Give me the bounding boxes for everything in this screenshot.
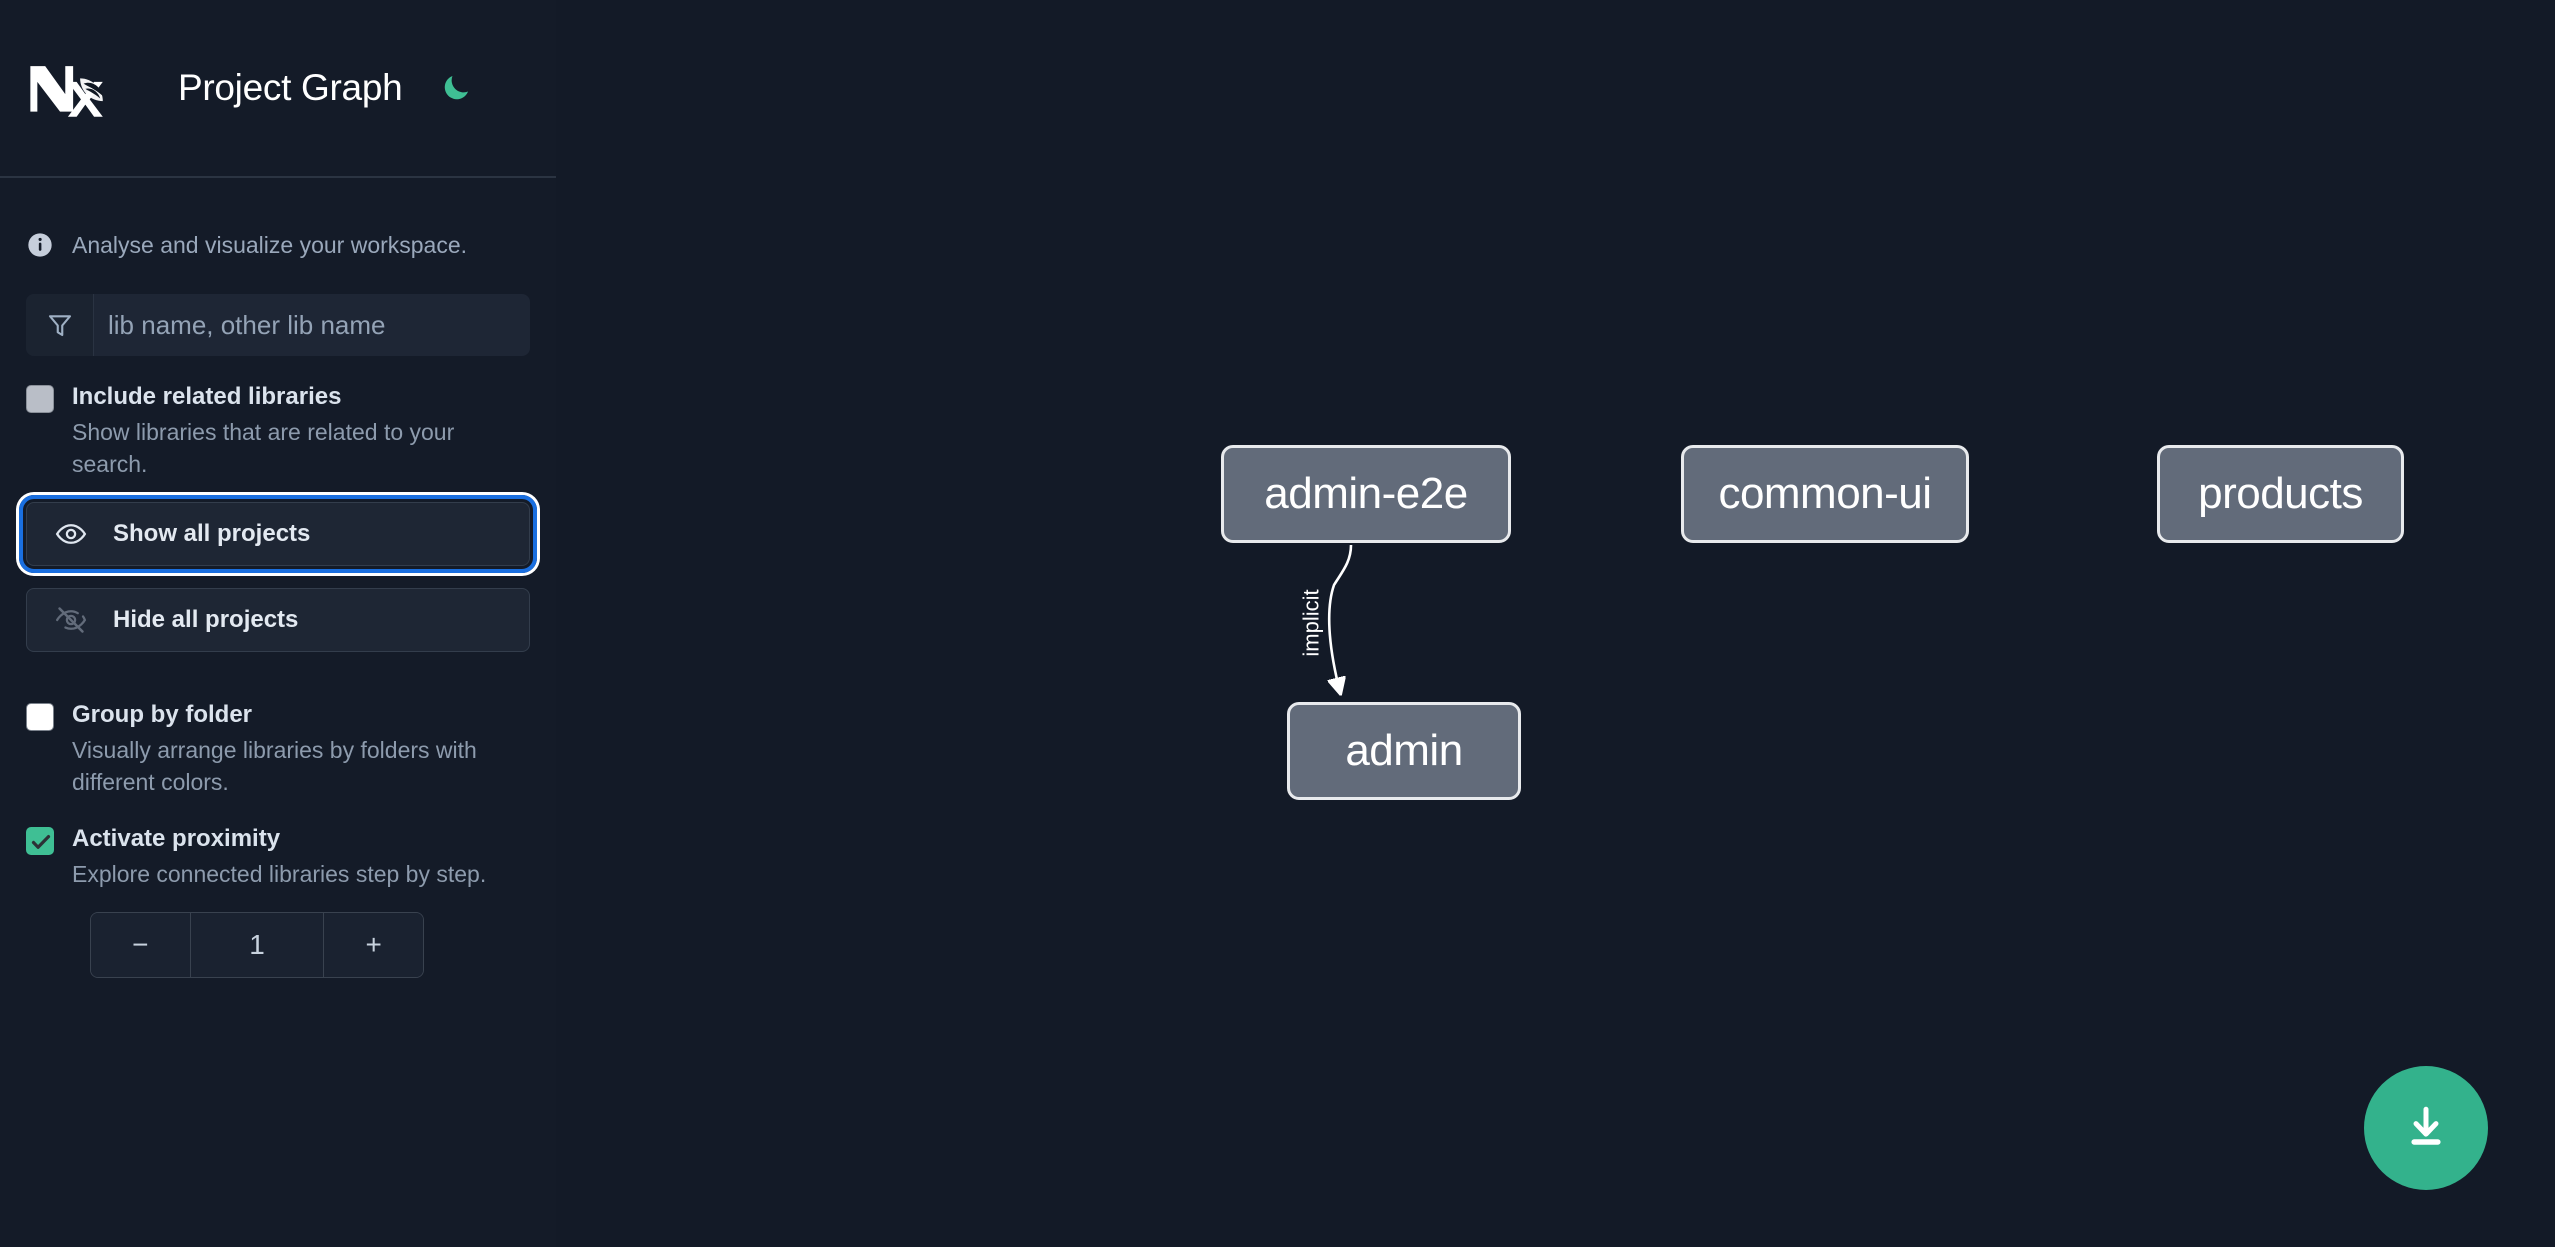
hide-all-projects-label: Hide all projects — [113, 606, 299, 633]
search-input[interactable] — [94, 294, 530, 356]
hide-all-projects-button[interactable]: Hide all projects — [26, 588, 530, 652]
header-divider — [0, 176, 556, 178]
graph-canvas[interactable]: implicit implicit admin-e2e common-ui pr… — [556, 0, 2555, 1247]
show-all-projects-label: Show all projects — [113, 520, 311, 547]
group-by-folder-checkbox[interactable] — [26, 703, 54, 731]
option-group-by-folder: Group by folder Visually arrange librari… — [0, 674, 556, 798]
edge-label-admin-implicit: implicit — [1298, 589, 1324, 657]
search-box[interactable] — [26, 294, 530, 356]
info-icon — [26, 231, 54, 259]
eye-icon — [55, 517, 89, 551]
activate-proximity-label: Activate proximity — [72, 825, 281, 852]
proximity-increment-button[interactable]: + — [324, 913, 423, 977]
search-section — [0, 276, 556, 356]
graph-edges — [556, 544, 1353, 1247]
eye-off-icon — [55, 603, 89, 637]
projects-buttons: Show all projects Hide all projects — [0, 480, 556, 652]
download-graph-button[interactable] — [2364, 1066, 2488, 1190]
moon-icon[interactable] — [434, 66, 478, 110]
tagline-text: Analyse and visualize your workspace. — [72, 232, 468, 258]
sidebar-header: Project Graph — [0, 0, 556, 176]
activate-proximity-checkbox[interactable] — [26, 827, 54, 855]
sidebar: Project Graph Analyse and visua — [0, 0, 556, 1247]
include-related-libraries-label: Include related libraries — [72, 383, 342, 410]
group-by-folder-label: Group by folder — [72, 701, 252, 728]
proximity-value: 1 — [189, 913, 325, 977]
option-include-related-libraries: Include related libraries Show libraries… — [0, 356, 556, 480]
page-title: Project Graph — [178, 67, 403, 108]
show-all-projects-button[interactable]: Show all projects — [19, 495, 537, 573]
activate-proximity-description: Explore connected libraries step by step… — [72, 861, 487, 887]
group-by-folder-description: Visually arrange libraries by folders wi… — [72, 737, 477, 795]
include-related-libraries-description: Show libraries that are related to your … — [72, 419, 455, 477]
proximity-decrement-button[interactable]: − — [91, 913, 190, 977]
graph-node-products[interactable]: products — [2157, 445, 2404, 543]
filter-icon[interactable] — [26, 294, 94, 356]
graph-node-common-ui[interactable]: common-ui — [1681, 445, 1969, 543]
workspace-tagline: Analyse and visualize your workspace. — [0, 178, 556, 276]
graph-node-admin[interactable]: admin — [1287, 702, 1521, 800]
proximity-stepper: − 1 + — [90, 912, 424, 978]
proximity-stepper-wrap: − 1 + — [0, 890, 556, 978]
include-related-libraries-checkbox[interactable] — [26, 385, 54, 413]
option-activate-proximity: Activate proximity Explore connected lib… — [0, 798, 556, 890]
nx-logo — [26, 57, 122, 119]
download-icon — [2401, 1102, 2451, 1155]
graph-node-admin-e2e[interactable]: admin-e2e — [1221, 445, 1511, 543]
